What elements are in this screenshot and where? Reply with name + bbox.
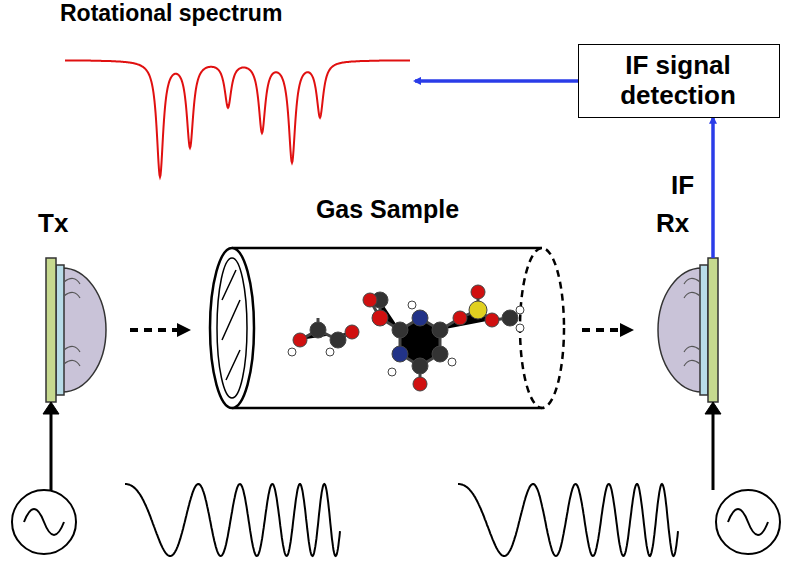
signal-label: IF [669,170,696,201]
node-text: Rotational spectrum [60,0,282,26]
node-text: Gas Sample [316,195,459,223]
tx-antenna-node: Tx [22,208,112,404]
rx-antenna [658,258,718,402]
gas-cell [210,248,564,408]
spectrum-trace [65,60,410,176]
node-text: Rx [656,208,689,238]
process-box: IF signal detection [578,44,780,118]
spectrum-node: Rotational spectrum [60,0,415,180]
rx-antenna-node: Rx [642,208,726,404]
molecules [288,285,524,391]
connector-arrow [415,79,578,83]
node-text: Tx [38,208,68,238]
connector-arrow [711,118,715,258]
chirp-waveform [125,484,340,556]
signal-sources [12,402,780,554]
gas-cell-node: Gas Sample [205,195,570,415]
chirp-waveform [458,484,678,556]
node-text: IF signal detection [593,51,763,111]
tx-antenna [46,258,106,402]
connector-arrow [582,328,630,332]
connector-arrow [130,328,187,332]
